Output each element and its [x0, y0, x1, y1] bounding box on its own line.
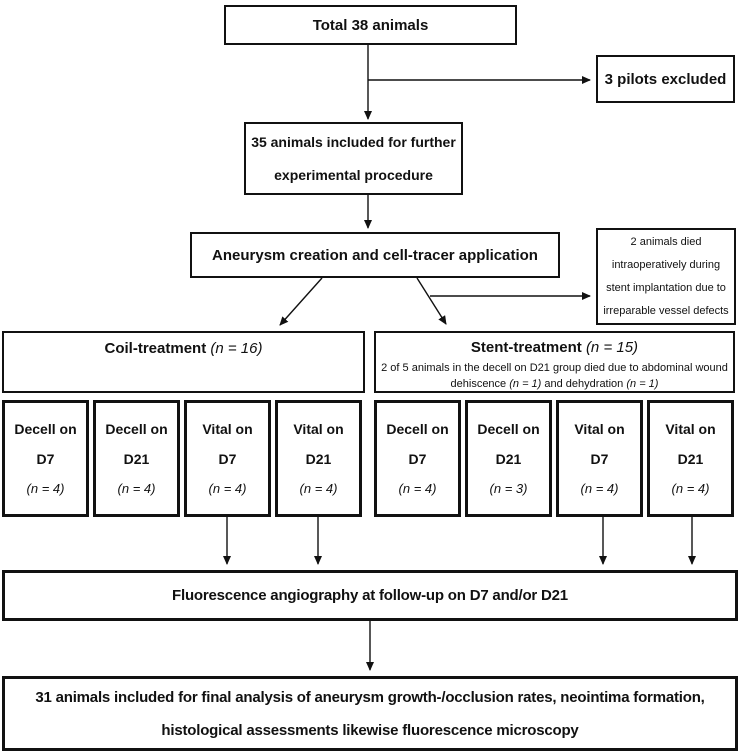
stent-treatment-n: (n = 15): [585, 339, 639, 356]
group-n: (n = 3): [489, 481, 528, 496]
group-line2: D21: [495, 451, 522, 467]
group-line1: Vital on: [202, 421, 253, 437]
stent-note-dehiscence: dehiscence: [450, 378, 510, 390]
group-n: (n = 4): [671, 481, 710, 496]
pilots-excluded-text: 3 pilots excluded: [604, 70, 727, 88]
deaths-line1: 2 animals died: [630, 235, 702, 248]
group-line1: Decell on: [386, 421, 449, 437]
stent-treatment-header: Stent-treatment (n = 15): [471, 339, 638, 356]
stent-note-n2: (n = 1): [626, 378, 659, 390]
group-n: (n = 4): [398, 481, 437, 496]
coil-treatment-label: Coil-treatment: [104, 340, 211, 357]
group-box-coil-decell-d7: Decell on D7 (n = 4): [2, 400, 89, 517]
group-line1: Vital on: [293, 421, 344, 437]
group-n: (n = 4): [117, 481, 156, 496]
group-n: (n = 4): [299, 481, 338, 496]
box-aneurysm-creation: Aneurysm creation and cell-tracer applic…: [190, 232, 560, 278]
group-box-stent-vital-d21: Vital on D21 (n = 4): [647, 400, 734, 517]
group-line2: D21: [123, 451, 150, 467]
group-line1: Decell on: [14, 421, 77, 437]
coil-treatment-header: Coil-treatment (n = 16): [105, 340, 263, 357]
group-box-coil-decell-d21: Decell on D21 (n = 4): [93, 400, 180, 517]
stent-deaths-note-line1: 2 of 5 animals in the decell on D21 grou…: [381, 362, 728, 374]
group-box-coil-vital-d21: Vital on D21 (n = 4): [275, 400, 362, 517]
group-line2: D21: [677, 451, 704, 467]
group-line2: D7: [590, 451, 609, 467]
group-box-coil-vital-d7: Vital on D7 (n = 4): [184, 400, 271, 517]
box-final-analysis: 31 animals included for final analysis o…: [2, 676, 738, 751]
group-line2: D7: [36, 451, 55, 467]
box-stent-treatment: Stent-treatment (n = 15) 2 of 5 animals …: [374, 331, 735, 393]
group-box-stent-decell-d7: Decell on D7 (n = 4): [374, 400, 461, 517]
group-box-stent-vital-d7: Vital on D7 (n = 4): [556, 400, 643, 517]
box-intraoperative-deaths: 2 animals died intraoperatively during s…: [596, 228, 736, 325]
box-total-animals: Total 38 animals: [224, 5, 517, 45]
group-line1: Vital on: [574, 421, 625, 437]
group-line1: Decell on: [477, 421, 540, 437]
box-animals-included: 35 animals included for further experime…: [244, 122, 463, 195]
stent-note-n1: (n = 1): [509, 378, 542, 390]
stent-treatment-label: Stent-treatment: [470, 339, 586, 356]
box-pilots-excluded: 3 pilots excluded: [596, 55, 735, 103]
stent-note-dehydration: and dehydration: [541, 378, 627, 390]
total-animals-text: Total 38 animals: [312, 16, 429, 34]
group-line1: Decell on: [105, 421, 168, 437]
group-line2: D21: [305, 451, 332, 467]
animals-included-line2: experimental procedure: [274, 166, 433, 183]
aneurysm-creation-text: Aneurysm creation and cell-tracer applic…: [212, 246, 538, 264]
final-analysis-line2: histological assessments likewise fluore…: [161, 721, 579, 739]
fluorescence-text: Fluorescence angiography at follow-up on…: [172, 587, 568, 604]
coil-treatment-n: (n = 16): [210, 340, 263, 357]
box-coil-treatment: Coil-treatment (n = 16): [2, 331, 365, 393]
group-line2: D7: [408, 451, 427, 467]
deaths-line2: intraoperatively during: [611, 258, 721, 271]
animals-included-line1: 35 animals included for further: [251, 133, 456, 150]
final-analysis-line1: 31 animals included for final analysis o…: [35, 688, 705, 706]
deaths-line4: irreparable vessel defects: [603, 304, 729, 317]
group-box-stent-decell-d21: Decell on D21 (n = 3): [465, 400, 552, 517]
deaths-line3: stent implantation due to: [606, 281, 726, 294]
group-n: (n = 4): [208, 481, 247, 496]
box-fluorescence-angiography: Fluorescence angiography at follow-up on…: [2, 570, 738, 621]
group-n: (n = 4): [580, 481, 619, 496]
group-n: (n = 4): [26, 481, 65, 496]
stent-deaths-note-line2: dehiscence (n = 1) and dehydration (n = …: [451, 376, 659, 392]
group-line1: Vital on: [665, 421, 716, 437]
group-line2: D7: [218, 451, 237, 467]
